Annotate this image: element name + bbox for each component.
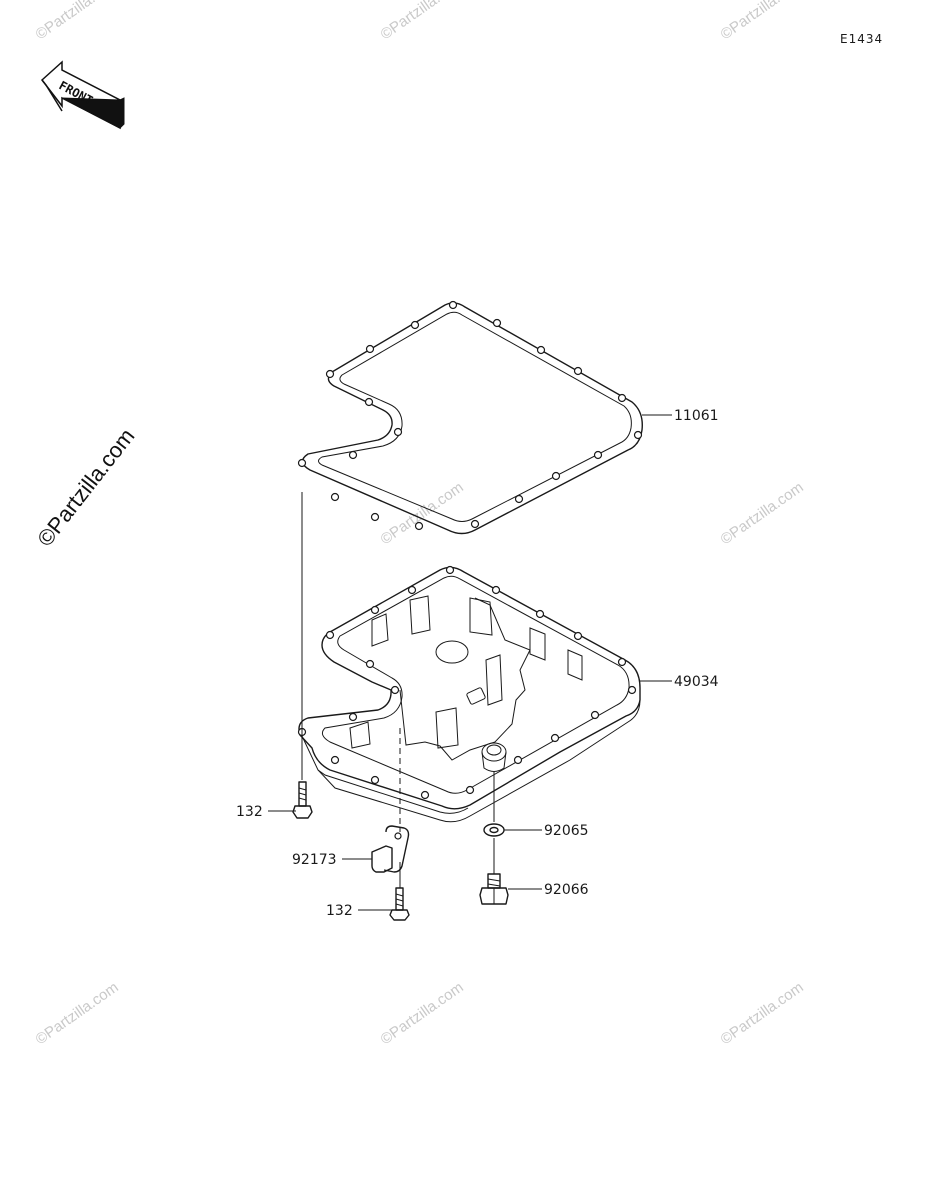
- part-number-bolt-bottom[interactable]: 132: [326, 903, 353, 919]
- watermark: ©Partzilla.com: [378, 0, 467, 43]
- bolt-top: [292, 781, 313, 819]
- drain-plug: [479, 873, 509, 905]
- oil-pan-gasket: [297, 300, 643, 535]
- watermark: ©Partzilla.com: [378, 979, 467, 1049]
- watermark-main: ©Partzilla.com: [32, 424, 139, 551]
- oil-pan: [297, 565, 641, 823]
- part-number-washer[interactable]: 92065: [544, 823, 589, 839]
- drain-boss: [481, 742, 507, 772]
- diagram-code: E1434: [840, 32, 883, 46]
- bracket: [371, 825, 410, 873]
- washer: [483, 823, 505, 837]
- watermark: ©Partzilla.com: [33, 979, 122, 1049]
- part-number-bolt-top[interactable]: 132: [236, 804, 263, 820]
- watermark: ©Partzilla.com: [718, 479, 807, 549]
- watermark: ©Partzilla.com: [33, 0, 122, 43]
- part-number-bracket[interactable]: 92173: [292, 852, 337, 868]
- watermark: ©Partzilla.com: [378, 479, 467, 549]
- gasket-bolt-holes: [297, 300, 643, 531]
- bolt-bottom: [389, 887, 410, 921]
- part-number-gasket[interactable]: 11061: [674, 408, 719, 424]
- watermark: ©Partzilla.com: [718, 979, 807, 1049]
- part-number-oil-pan[interactable]: 49034: [674, 674, 719, 690]
- pan-bolt-holes: [297, 565, 637, 800]
- watermark: ©Partzilla.com: [718, 0, 807, 43]
- front-arrow-icon: FRONT: [40, 60, 125, 130]
- part-number-drain-plug[interactable]: 92066: [544, 882, 589, 898]
